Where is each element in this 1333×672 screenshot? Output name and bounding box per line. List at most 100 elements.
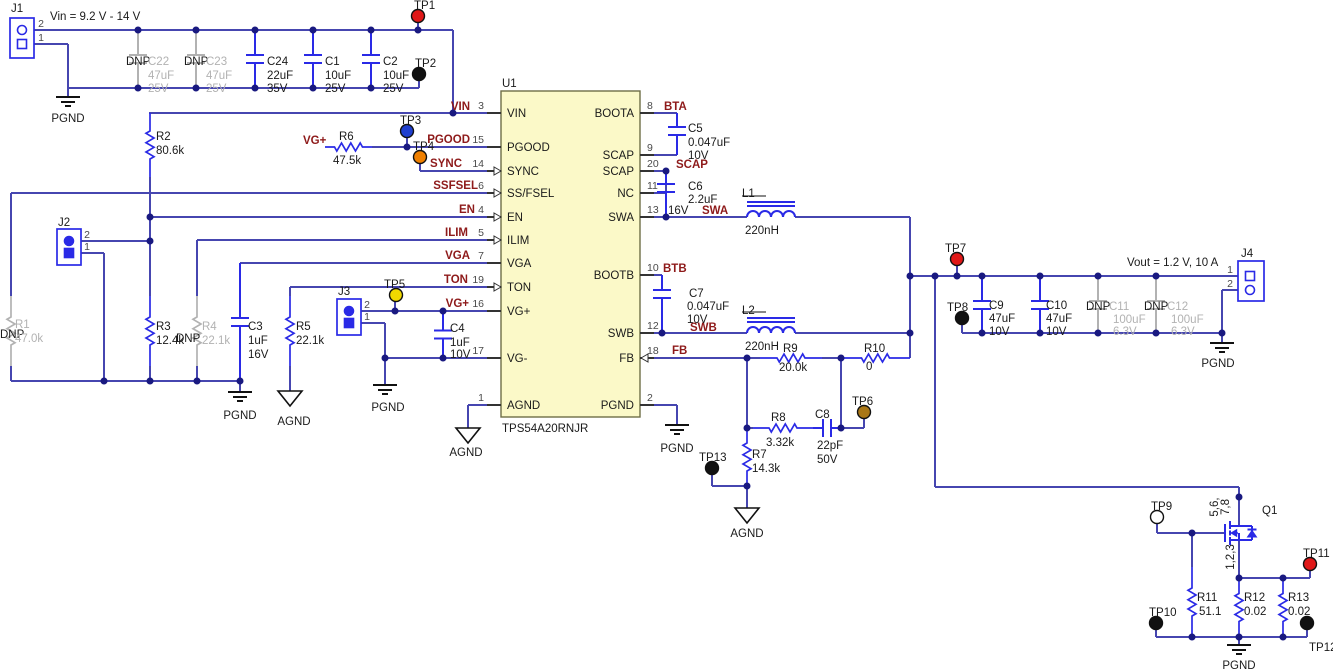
text-r13: R13 (1288, 592, 1309, 604)
text-22pf: 22pF (817, 440, 843, 452)
testpoint-TP13 (704, 460, 720, 476)
text-80.6k: 80.6k (156, 145, 184, 157)
text-2: 2 (364, 299, 370, 311)
text-22uf: 22uF (267, 70, 293, 82)
text-7-8: 7,8 (1220, 499, 1232, 515)
testpoint-TP7 (949, 251, 965, 267)
pin-number: 1 (478, 392, 484, 404)
testpoint-TP4 (412, 149, 428, 165)
pin-name-SWA: SWA (608, 212, 634, 224)
pin-number: 20 (647, 158, 659, 170)
text-vin: VIN (451, 101, 470, 113)
pin-number: 11 (647, 180, 658, 192)
text-10v: 10V (450, 349, 471, 361)
junction-dot (192, 26, 200, 34)
junction-dot (1235, 493, 1243, 501)
text-1uf: 1uF (450, 337, 470, 349)
text-pgnd: PGND (223, 410, 256, 422)
pin-name-ILIM: ILIM (507, 235, 529, 247)
text-r3: R3 (156, 321, 171, 333)
text-j3: J3 (338, 286, 350, 298)
text-r2: R2 (156, 131, 171, 143)
junction-dot (146, 377, 154, 385)
resistor-body (5, 296, 17, 366)
pin-name-TON: TON (507, 282, 531, 294)
text-tp13: TP13 (699, 452, 727, 464)
resistors (5, 113, 1289, 637)
pin-name-PGOOD: PGOOD (507, 142, 550, 154)
pin-arrow-in-icon (493, 212, 503, 222)
text-100uf: 100uF (1171, 314, 1204, 326)
text-20.0k: 20.0k (779, 362, 807, 374)
connector-pin-square (1244, 270, 1256, 282)
text-swb: SWB (690, 322, 717, 334)
junction-dot (1188, 633, 1196, 641)
text-tp4: TP4 (413, 141, 435, 153)
text-16v: 16V (248, 349, 269, 361)
capacitor-C8 (813, 419, 841, 437)
pin-name-VIN: VIN (507, 108, 526, 120)
ic-body (500, 90, 641, 418)
junction-dot (134, 26, 142, 34)
pin-name-BOOTB: BOOTB (594, 270, 635, 282)
inductors (742, 195, 796, 334)
text-1: 1 (38, 32, 44, 44)
resistor-R4 (191, 296, 203, 366)
resistor-R12 (1233, 578, 1245, 637)
junction-dot (1279, 574, 1287, 582)
text-2: 2 (1227, 278, 1233, 290)
junction-dot (743, 482, 751, 490)
text-pgnd: PGND (371, 402, 404, 414)
junction-dot (837, 354, 845, 362)
pin-number: 5 (478, 227, 484, 239)
junction-dot (1235, 574, 1243, 582)
resistor-body (1277, 578, 1289, 637)
connector-pin-square (63, 247, 75, 259)
junction-dot (906, 329, 914, 337)
text-0.047uf: 0.047uF (687, 301, 729, 313)
text-25v: 25V (206, 83, 227, 95)
pin-number: 12 (647, 320, 659, 332)
resistor-body (841, 352, 910, 364)
text-agnd: AGND (449, 447, 482, 459)
junction-dot (251, 84, 259, 92)
text-0.02: 0.02 (1288, 606, 1310, 618)
connector-J4 (1237, 260, 1265, 302)
capacitor-C9 (973, 276, 991, 333)
pin-name-NC: NC (617, 188, 634, 200)
text-dnp: DNP (184, 56, 209, 68)
text-bta: BTA (664, 101, 687, 113)
capacitor-C10 (1031, 276, 1049, 333)
pin-name-PGND: PGND (601, 400, 634, 412)
ic-U1: VIN3PGOOD15SYNC14SS/FSEL6EN4ILIM5VGA7TON… (472, 90, 659, 418)
text-vg+: VG+ (303, 135, 327, 147)
text-vout---1.2-v--10-a: Vout = 1.2 V, 10 A (1127, 257, 1219, 269)
resistor-body (191, 296, 203, 366)
text-6.3v: 6.3V (1113, 326, 1137, 338)
junction-dot (743, 424, 751, 432)
connectors (9, 17, 1265, 336)
junction-dot (251, 26, 259, 34)
inductor-L2 (742, 311, 796, 334)
text-c3: C3 (248, 321, 263, 333)
capacitors (129, 30, 1165, 437)
connector-J2 (56, 228, 82, 266)
text-sync: SYNC (430, 158, 462, 170)
junction-dot (414, 26, 422, 34)
pin-name-EN: EN (507, 212, 523, 224)
body-arrow-icon (1230, 528, 1238, 538)
text-1: 1 (84, 241, 90, 253)
resistor-body (1233, 578, 1245, 637)
text-5-6-: 5,6, (1209, 497, 1221, 516)
pin-number: 17 (472, 345, 484, 357)
pin-name-BOOTA: BOOTA (595, 108, 635, 120)
junction-dot (837, 424, 845, 432)
testpoint-TP12 (1299, 615, 1315, 631)
junction-dot (978, 272, 986, 280)
connector-pin-square (16, 38, 28, 50)
text-pgnd: PGND (1222, 660, 1255, 672)
capacitor-C23 (187, 30, 205, 88)
